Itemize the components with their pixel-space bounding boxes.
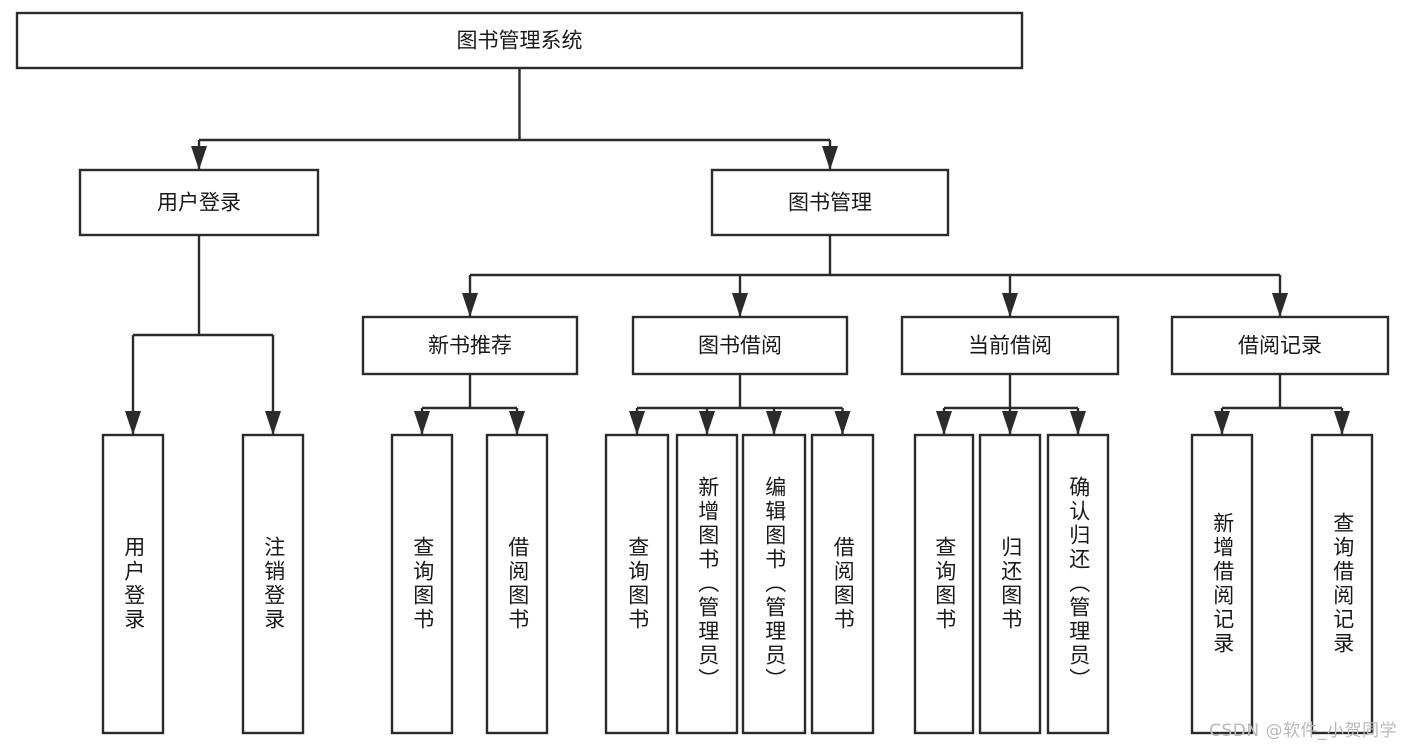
arrow-head-icon	[629, 411, 645, 435]
leaf-box	[485, 433, 549, 735]
leaf-leaf-borrow-book[interactable]	[810, 433, 875, 735]
leaf-box	[741, 433, 807, 735]
leaf-leaf-borrow-book-recommend[interactable]	[485, 433, 549, 735]
node-borrow-record[interactable]: 借阅记录	[1170, 315, 1390, 376]
node-box	[1170, 315, 1390, 376]
node-label: 用户登录	[157, 191, 241, 215]
leaf-box	[1310, 433, 1374, 735]
node-box	[361, 315, 579, 376]
node-user-login[interactable]: 用户登录	[78, 168, 320, 237]
arrow-head-icon	[509, 411, 525, 435]
node-box	[710, 168, 950, 237]
leaf-leaf-confirm-return[interactable]	[1046, 433, 1110, 735]
node-current-borrow[interactable]: 当前借阅	[900, 315, 1120, 376]
node-book-management[interactable]: 图书管理	[710, 168, 950, 237]
arrow-head-icon	[1070, 411, 1086, 435]
arrow-head-icon	[732, 293, 748, 317]
leaf-box	[913, 433, 975, 735]
leaf-box	[978, 433, 1042, 735]
leaf-leaf-query-book-current[interactable]	[913, 433, 975, 735]
node-new-book-recommend[interactable]: 新书推荐	[361, 315, 579, 376]
arrow-head-icon	[462, 293, 478, 317]
leaf-box	[101, 433, 165, 735]
arrow-head-icon	[766, 411, 782, 435]
node-root[interactable]: 图书管理系统	[15, 11, 1024, 70]
arrow-head-icon	[414, 411, 430, 435]
arrow-head-icon	[834, 411, 851, 435]
node-label: 图书管理	[788, 191, 872, 215]
leaf-box	[1190, 433, 1254, 735]
node-label: 借阅记录	[1238, 334, 1322, 358]
leaf-box	[675, 433, 739, 735]
leaf-box	[1046, 433, 1110, 735]
arrow-head-icon	[936, 411, 952, 435]
node-box	[631, 315, 849, 376]
node-box	[15, 11, 1024, 70]
leaf-box	[241, 433, 305, 735]
node-book-borrow[interactable]: 图书借阅	[631, 315, 849, 376]
arrow-head-icon	[191, 146, 207, 170]
leaf-leaf-query-book-borrow[interactable]	[604, 433, 670, 735]
leaf-box	[810, 433, 875, 735]
arrow-head-icon	[265, 411, 281, 435]
leaf-leaf-add-borrow-record[interactable]	[1190, 433, 1254, 735]
node-label: 当前借阅	[968, 334, 1052, 358]
watermark-text: CSDN @软件_小贺同学	[1209, 721, 1397, 741]
leaf-leaf-query-borrow-record[interactable]	[1310, 433, 1374, 735]
leaf-leaf-user-logout[interactable]	[241, 433, 305, 735]
arrow-head-icon	[1002, 411, 1018, 435]
node-label: 图书借阅	[698, 334, 782, 358]
connectors-layer	[125, 68, 1350, 435]
leaf-box	[390, 433, 454, 735]
arrow-head-icon	[1272, 293, 1288, 317]
leaf-leaf-user-login[interactable]	[101, 433, 165, 735]
node-box	[900, 315, 1120, 376]
arrow-head-icon	[1002, 293, 1018, 317]
leaf-leaf-query-book-recommend[interactable]	[390, 433, 454, 735]
arrow-head-icon	[125, 411, 141, 435]
arrow-head-icon	[1334, 411, 1350, 435]
leaf-leaf-add-book[interactable]	[675, 433, 739, 735]
node-label: 新书推荐	[428, 334, 512, 358]
arrow-head-icon	[699, 411, 715, 435]
leaf-leaf-edit-book[interactable]	[741, 433, 807, 735]
arrow-head-icon	[1214, 411, 1230, 435]
node-box	[78, 168, 320, 237]
node-label: 图书管理系统	[457, 29, 583, 53]
leaf-leaf-return-book[interactable]	[978, 433, 1042, 735]
leaf-box	[604, 433, 670, 735]
arrow-head-icon	[822, 146, 838, 170]
